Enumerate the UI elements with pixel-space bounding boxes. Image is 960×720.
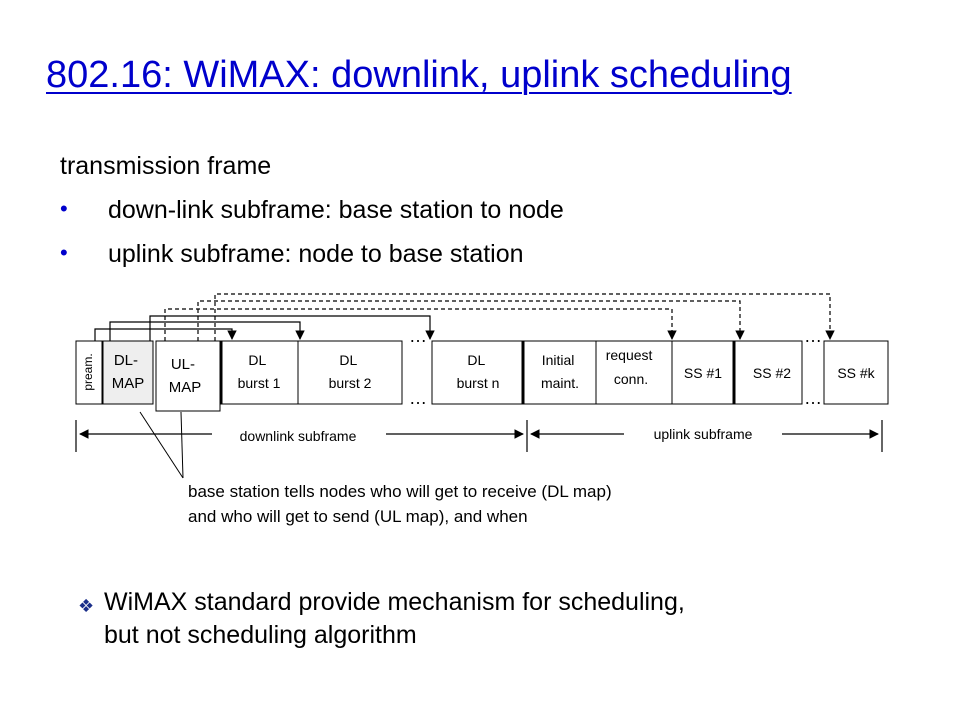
ellipsis: …	[409, 326, 427, 346]
frame-boxes	[75, 340, 889, 412]
dl-map-label: DL- MAP	[112, 352, 145, 392]
dl-burst-1-label: DL burst 1	[238, 352, 281, 391]
request-conn-box	[595, 340, 673, 405]
map-arrow	[214, 293, 835, 341]
pream-box	[75, 340, 103, 405]
page-title: 802.16: WiMAX: downlink, uplink scheduli…	[46, 54, 792, 96]
bullet-dot-icon: •	[60, 196, 68, 221]
ellipsis: …	[804, 326, 822, 346]
uplink-subframe-label: uplink subframe	[654, 426, 753, 442]
ul-map-box	[155, 340, 221, 412]
ul-map-label: UL- MAP	[169, 356, 202, 396]
request-conn-label: request conn.	[606, 347, 657, 387]
initial-maint-box	[523, 340, 597, 405]
annotation-text: base station tells nodes who will get to…	[188, 482, 616, 526]
map-arrow	[197, 300, 745, 341]
bullet-text: uplink subframe: node to base station	[108, 240, 524, 268]
ellipsis: …	[409, 388, 427, 408]
ss1-label: SS #1	[684, 365, 722, 381]
map-arrow	[109, 321, 305, 341]
map-arrow	[164, 308, 677, 341]
initial-maint-label: Initial maint.	[541, 352, 579, 391]
downlink-subframe-label: downlink subframe	[240, 428, 357, 444]
intro-text: transmission frame	[60, 152, 272, 180]
dl-burst-n-label: DL burst n	[457, 352, 500, 391]
ul-map-arrows	[164, 293, 835, 341]
dl-burst-2-box	[297, 340, 403, 405]
pream-label: pream.	[81, 353, 95, 390]
bullet-dot-icon: •	[60, 240, 68, 265]
dl-burst-1-box	[219, 340, 299, 405]
ssk-box	[823, 340, 889, 405]
frame-separators	[219, 341, 736, 404]
ss2-label: SS #2	[753, 365, 791, 381]
diamond-bullet-icon: ❖	[78, 596, 95, 616]
map-arrow	[94, 328, 237, 341]
dl-burst-2-label: DL burst 2	[329, 352, 372, 391]
dl-map-box	[102, 340, 154, 405]
dl-map-arrows	[94, 315, 435, 341]
ssk-label: SS #k	[837, 365, 875, 381]
map-arrow	[149, 315, 435, 341]
subframe-spans	[75, 420, 883, 452]
ss2-box	[733, 340, 803, 405]
ss1-box	[671, 340, 735, 405]
ellipsis: …	[804, 388, 822, 408]
dl-burst-n-box	[431, 340, 525, 405]
final-text: WiMAX standard provide mechanism for sch…	[104, 588, 685, 650]
callout-lines	[139, 411, 184, 479]
bullet-text: down-link subframe: base station to node	[108, 196, 564, 224]
